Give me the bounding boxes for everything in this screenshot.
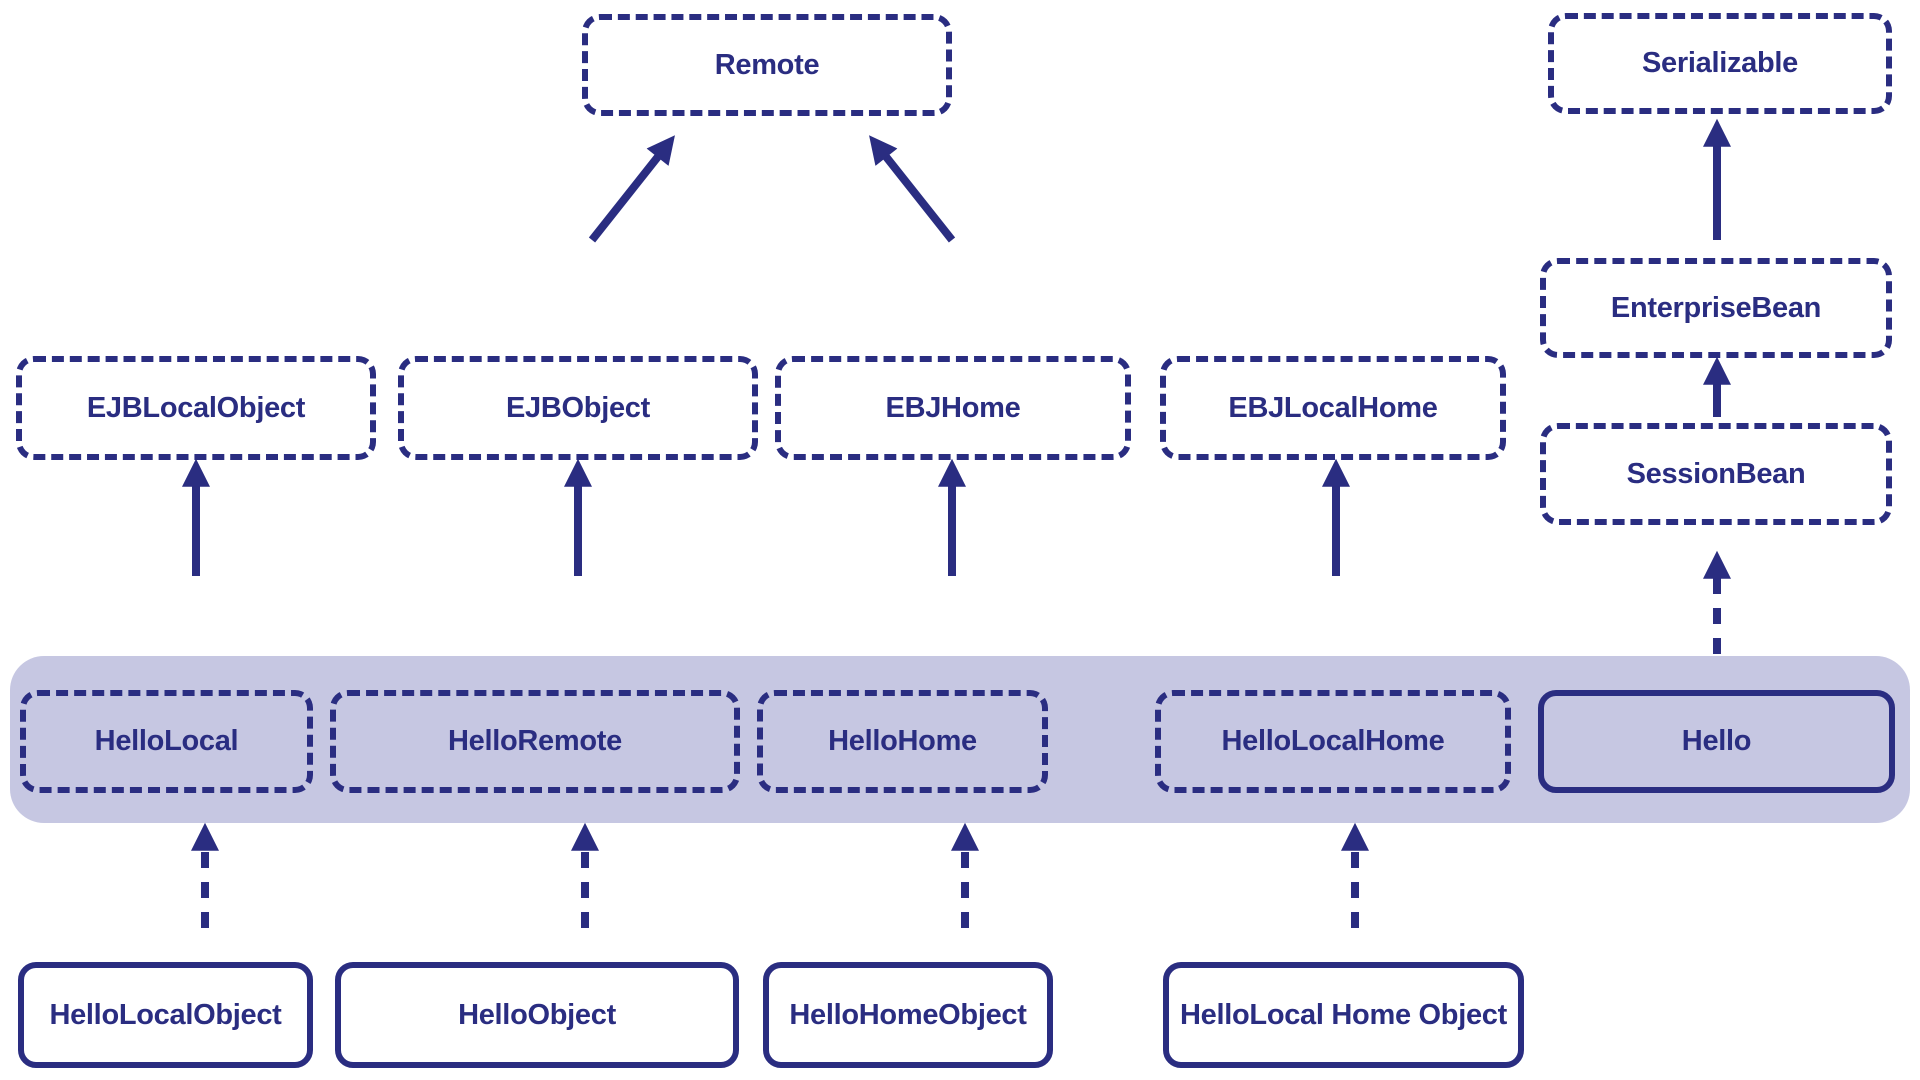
node-hellolocalobject: HelloLocalObject: [18, 962, 313, 1068]
node-remote: Remote: [582, 14, 952, 116]
node-hellohome: HelloHome: [757, 690, 1048, 793]
node-ebjlocalhome: EBJLocalHome: [1160, 356, 1506, 460]
node-hellohomeobject: HelloHomeObject: [763, 962, 1053, 1068]
implementation-band: [10, 656, 1910, 823]
node-hellolocalhome: HelloLocalHome: [1155, 690, 1511, 793]
node-ebjhome: EBJHome: [775, 356, 1131, 460]
node-hello: Hello: [1538, 690, 1895, 793]
node-sessionbean: SessionBean: [1540, 423, 1892, 525]
node-ejbobject: EJBObject: [398, 356, 758, 460]
node-helloremote: HelloRemote: [330, 690, 740, 793]
arrow-ejbobject-to-remote: [588, 135, 675, 243]
node-hellolocal: HelloLocal: [20, 690, 313, 793]
node-ejblocalobject: EJBLocalObject: [16, 356, 376, 460]
arrow-ebjhome-to-remote: [869, 135, 956, 243]
node-helloobject: HelloObject: [335, 962, 739, 1068]
node-hellolocalhomeobject: HelloLocal Home Object: [1163, 962, 1524, 1068]
node-serializable: Serializable: [1548, 13, 1892, 114]
node-enterprisebean: EnterpriseBean: [1540, 258, 1892, 358]
